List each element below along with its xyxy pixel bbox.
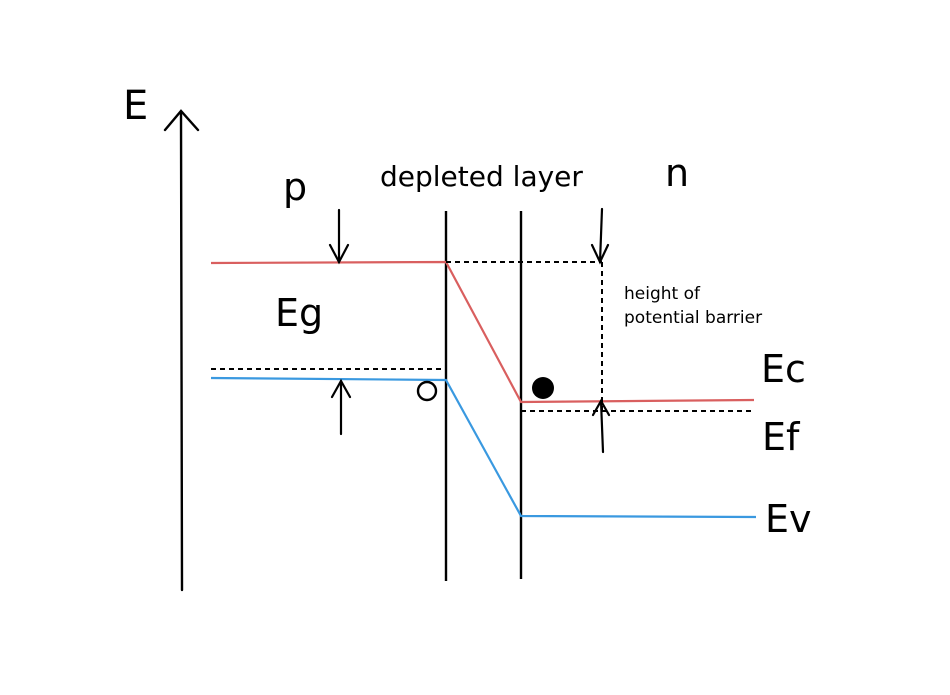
band-gap-label: Eg bbox=[275, 291, 324, 335]
electron-marker bbox=[532, 377, 554, 399]
barrier-height-label-line1: height of bbox=[624, 284, 700, 304]
energy-axis bbox=[163, 109, 200, 592]
hole-marker bbox=[416, 380, 438, 402]
barrier-arrow-top bbox=[590, 207, 610, 265]
energy-axis-arrowhead bbox=[163, 109, 200, 132]
fermi-level-label: Ef bbox=[762, 415, 800, 459]
band-gap-arrow-bottom bbox=[330, 378, 352, 436]
valence-band-label: Ev bbox=[765, 497, 812, 541]
depleted-layer-label: depleted layer bbox=[380, 160, 583, 193]
valence-band-line bbox=[210, 376, 757, 519]
barrier-height-label-line2: potential barrier bbox=[624, 308, 763, 328]
n-region-label: n bbox=[665, 151, 690, 195]
energy-axis-line bbox=[179, 110, 184, 592]
p-region-label: p bbox=[283, 165, 308, 209]
barrier-arrow-bottom bbox=[591, 398, 611, 454]
conduction-band-label: Ec bbox=[761, 347, 806, 391]
energy-axis-label: E bbox=[123, 83, 149, 129]
band-gap-arrow-top bbox=[328, 208, 350, 265]
conduction-band-line bbox=[210, 260, 755, 404]
